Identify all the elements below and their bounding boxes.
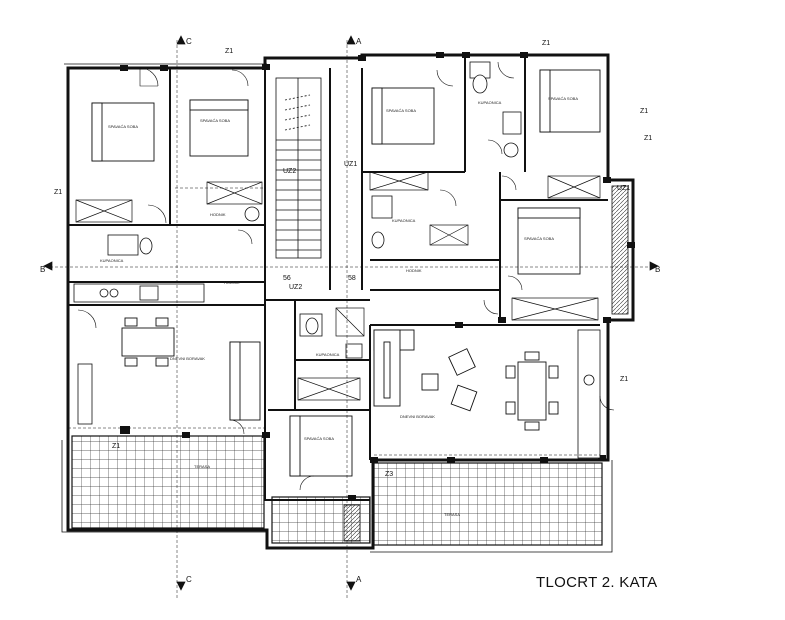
svg-text:Z3: Z3: [385, 471, 393, 478]
svg-text:UZ2: UZ2: [283, 168, 296, 175]
svg-text:SPAVAĆA SOBA: SPAVAĆA SOBA: [548, 96, 578, 101]
svg-text:C: C: [186, 575, 192, 584]
kitchen-counter: [73, 185, 629, 459]
svg-text:A: A: [356, 575, 362, 584]
bed-f: [289, 415, 353, 477]
svg-text:Z1: Z1: [54, 189, 62, 196]
svg-text:B: B: [40, 265, 45, 274]
armchairs: [421, 348, 478, 412]
sofa-right: [373, 329, 415, 407]
svg-text:SPAVAĆA SOBA: SPAVAĆA SOBA: [304, 436, 334, 441]
window-ledge-left: [77, 363, 93, 425]
projection-lines: [50, 40, 655, 600]
drawing-title: TLOCRT 2. KATA: [536, 574, 658, 591]
svg-text:TERASA: TERASA: [444, 512, 460, 517]
svg-text:Z1: Z1: [640, 108, 648, 115]
svg-text:SPAVAĆA SOBA: SPAVAĆA SOBA: [108, 124, 138, 129]
outer-walls: [61, 53, 635, 553]
wardrobes: [75, 171, 601, 401]
dining-table-right: [505, 351, 559, 431]
svg-text:DNEVNI BORAVAK: DNEVNI BORAVAK: [170, 356, 205, 361]
interior-walls: [68, 55, 608, 501]
bed-a: [91, 102, 155, 162]
svg-text:B: B: [655, 265, 660, 274]
svg-text:SPAVAĆA SOBA: SPAVAĆA SOBA: [386, 108, 416, 113]
bed-b: [189, 99, 249, 157]
terrace-middle: [271, 496, 371, 544]
bed-e: [517, 207, 581, 275]
bed-d: [539, 69, 601, 133]
svg-text:SPAVAĆA SOBA: SPAVAĆA SOBA: [200, 118, 230, 123]
svg-text:C: C: [186, 37, 192, 46]
svg-text:HODNIK: HODNIK: [406, 268, 422, 273]
svg-text:UZ1: UZ1: [344, 161, 357, 168]
svg-text:56: 56: [283, 275, 291, 282]
terrace-right: [373, 462, 603, 546]
svg-text:Z1: Z1: [112, 443, 120, 450]
svg-text:HODNIK: HODNIK: [224, 280, 240, 285]
svg-text:Z1: Z1: [225, 48, 233, 55]
room-labels: SPAVAĆA SOBA SPAVAĆA SOBA SPAVAĆA SOBA S…: [100, 96, 578, 517]
svg-text:SPAVAĆA SOBA: SPAVAĆA SOBA: [524, 236, 554, 241]
window-markers: [120, 52, 635, 501]
dining-table-left: [121, 317, 175, 367]
terrace-left: [71, 435, 265, 529]
bed-c: [371, 87, 435, 145]
svg-text:KUPAONICA: KUPAONICA: [316, 352, 340, 357]
svg-text:Z1: Z1: [542, 40, 550, 47]
door-swing: [77, 61, 615, 491]
svg-text:KUPAONICA: KUPAONICA: [392, 218, 416, 223]
section-arrow: [43, 35, 659, 591]
svg-text:KUPAONICA: KUPAONICA: [100, 258, 124, 263]
svg-text:A: A: [356, 37, 362, 46]
sofa-left: [229, 341, 261, 421]
svg-text:Z1: Z1: [644, 135, 652, 142]
svg-text:58: 58: [348, 275, 356, 282]
svg-text:KUPAONICA: KUPAONICA: [478, 100, 502, 105]
svg-text:DNEVNI BORAVAK: DNEVNI BORAVAK: [400, 414, 435, 419]
stair-run: [275, 77, 322, 259]
svg-text:UZ1: UZ1: [617, 185, 630, 192]
bathroom-fixtures: [107, 61, 522, 359]
section-labels: C A C A B B Z1 Z1 Z1 Z1 Z1 UZ1 UZ2 UZ2 5…: [40, 37, 660, 584]
svg-text:HODNIK: HODNIK: [210, 212, 226, 217]
svg-text:Z1: Z1: [620, 376, 628, 383]
svg-text:UZ2: UZ2: [289, 284, 302, 291]
svg-text:TERASA: TERASA: [194, 464, 210, 469]
